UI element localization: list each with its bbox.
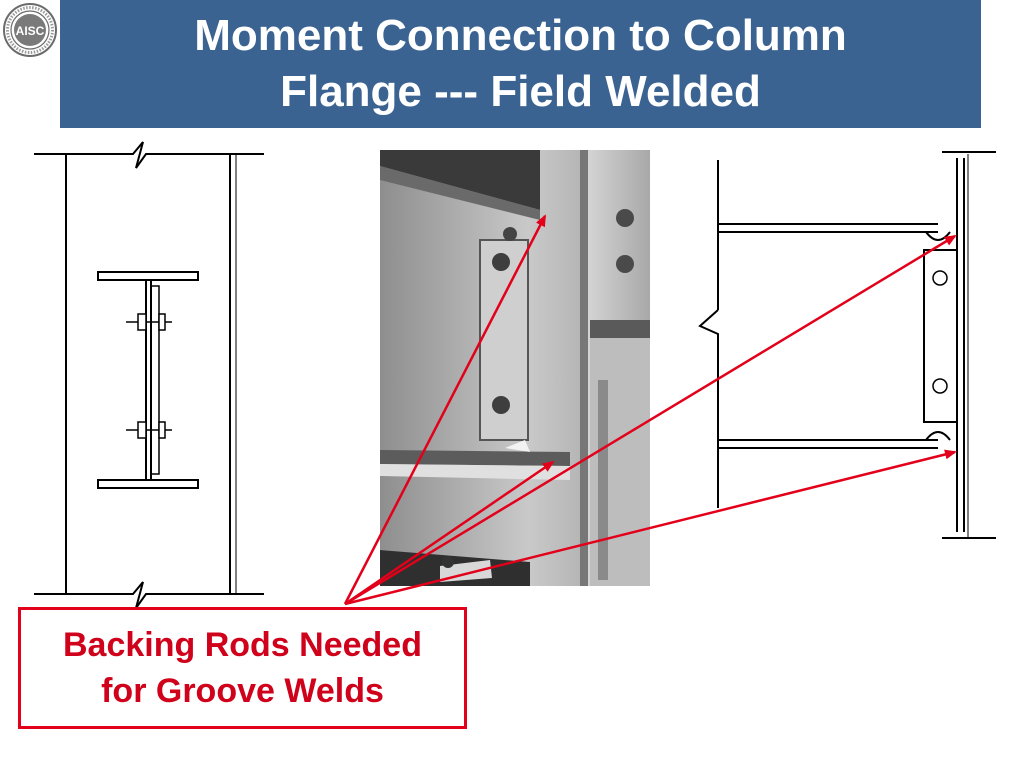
slide-title-line-1: Moment Connection to Column [194, 11, 847, 60]
connection-photo [380, 150, 650, 586]
title-bar: Moment Connection to Column Flange --- F… [60, 0, 981, 128]
callout-box: Backing Rods Needed for Groove Welds [18, 607, 467, 729]
svg-text:AISC: AISC [16, 24, 45, 38]
aisc-logo-icon: AISC [3, 3, 57, 57]
callout-line-1: Backing Rods Needed [63, 626, 422, 664]
title-bar-background [60, 0, 981, 128]
slide-title-line-2: Flange --- Field Welded [280, 67, 761, 116]
column-elevation-drawing [34, 141, 264, 609]
beam-column-elevation-drawing [698, 151, 996, 539]
callout-line-2: for Groove Welds [101, 672, 384, 710]
